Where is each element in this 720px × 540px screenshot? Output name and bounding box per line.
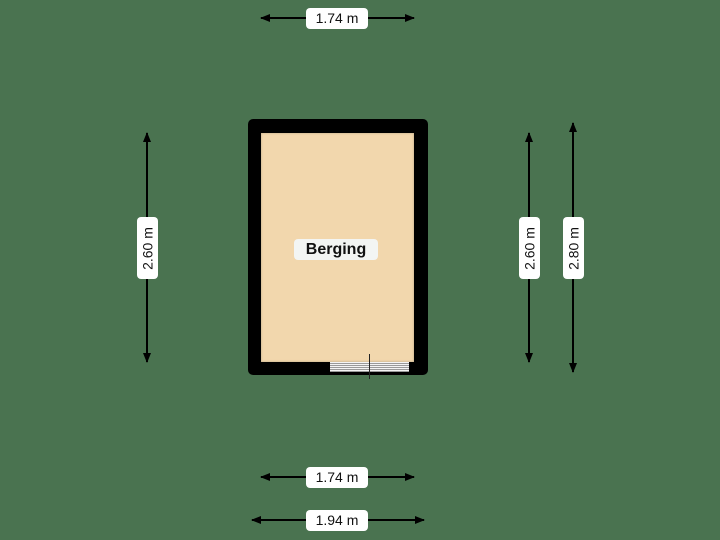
bottom-inner-width-label: 1.74 m <box>306 467 368 488</box>
bottom-outer-width-label: 1.94 m <box>306 510 368 531</box>
door-divider <box>369 354 370 379</box>
left-height-label: 2.60 m <box>137 217 158 279</box>
room-label: Berging <box>294 239 378 260</box>
right-inner-height-label: 2.60 m <box>519 217 540 279</box>
top-width-label: 1.74 m <box>306 8 368 29</box>
right-outer-height-label: 2.80 m <box>563 217 584 279</box>
